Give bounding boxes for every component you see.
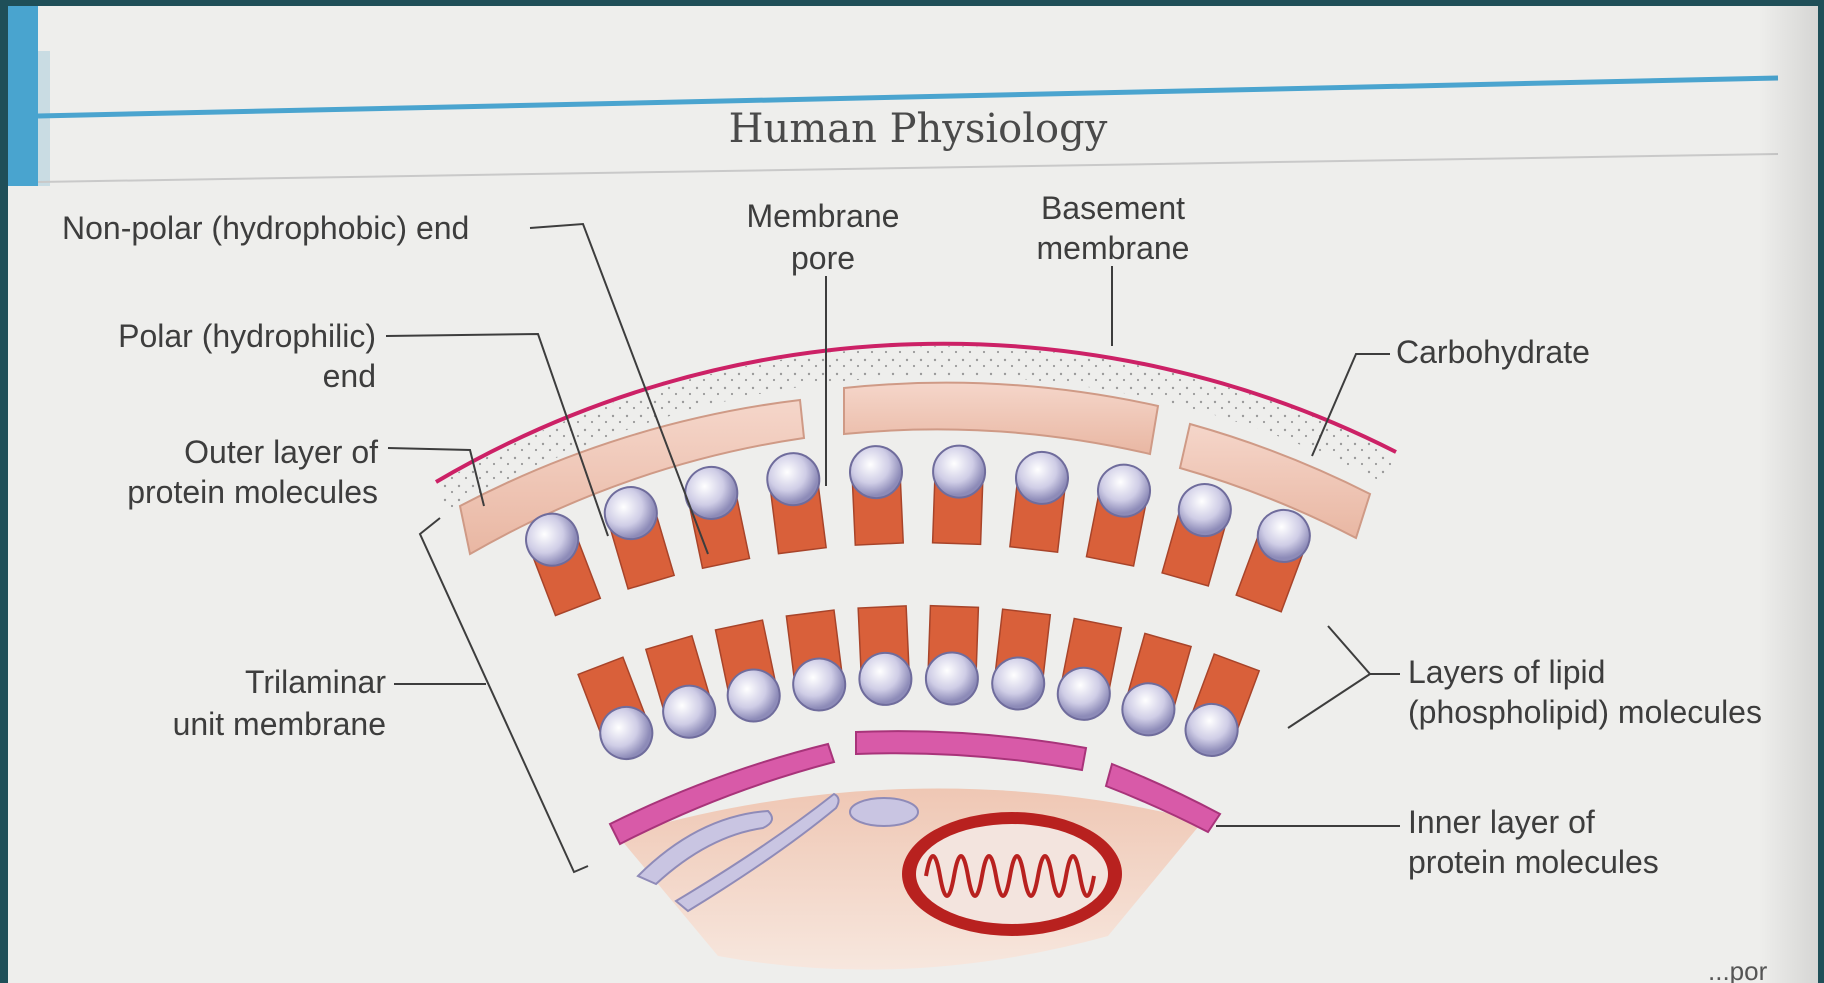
lipid-molecule xyxy=(576,656,660,766)
lipid-molecule xyxy=(764,450,828,554)
page-edge-shadow xyxy=(1758,6,1818,983)
lipid-head xyxy=(925,652,979,706)
label-inner-layer-line2: protein molecules xyxy=(1408,842,1659,882)
lipid-molecule xyxy=(599,481,677,590)
label-basement-line1: Basement xyxy=(1008,188,1218,228)
lipid-molecule xyxy=(1053,618,1123,724)
label-trilaminar-line2: unit membrane xyxy=(68,704,386,744)
label-membrane-pore-line1: Membrane xyxy=(728,196,918,236)
label-inner-layer-line1: Inner layer of xyxy=(1408,802,1595,842)
label-polar-line1: Polar (hydrophilic) xyxy=(68,316,376,356)
lipid-head xyxy=(932,445,986,499)
page-title: Human Physiology xyxy=(708,106,1128,152)
leader-lipid-b xyxy=(1288,674,1370,728)
label-membrane-pore-line2: pore xyxy=(728,238,918,278)
lipid-molecule xyxy=(1008,449,1071,552)
leader-lipid-a xyxy=(1328,626,1400,674)
lipid-molecule xyxy=(681,462,752,569)
label-polar-line2: end xyxy=(68,356,376,396)
label-lipid-line2: (phospholipid) molecules xyxy=(1408,692,1762,732)
lipid-molecule xyxy=(1116,633,1193,741)
label-nonpolar-end: Non-polar (hydrophobic) end xyxy=(62,208,469,248)
label-trilaminar-line1: Trilaminar xyxy=(68,662,386,702)
label-lipid-line1: Layers of lipid xyxy=(1408,652,1605,692)
lipid-bilayer xyxy=(519,445,1318,767)
lipid-molecule xyxy=(1234,502,1317,612)
lipid-molecule xyxy=(931,445,986,545)
label-carbohydrate: Carbohydrate xyxy=(1396,332,1590,372)
lipid-molecule xyxy=(856,606,912,706)
lipid-molecule xyxy=(849,445,905,545)
lipid-molecule xyxy=(989,609,1052,712)
lipid-head xyxy=(858,652,912,706)
label-outer-layer-line2: protein molecules xyxy=(68,472,378,512)
header-rule-shadow xyxy=(38,154,1778,182)
lipid-molecule xyxy=(784,610,848,714)
label-outer-layer-line1: Outer layer of xyxy=(68,432,378,472)
label-basement-line2: membrane xyxy=(1008,228,1218,268)
lipid-molecule xyxy=(1085,460,1155,566)
lipid-molecule xyxy=(1178,653,1261,763)
outer-protein-segment-2 xyxy=(844,383,1158,454)
lipid-molecule xyxy=(714,620,785,727)
lipid-molecule xyxy=(644,635,722,744)
lipid-head xyxy=(849,445,903,499)
lipid-molecule xyxy=(925,606,980,706)
book-page: Human Physiology Non-polar (hydrophobic)… xyxy=(8,6,1818,983)
lipid-molecule xyxy=(1160,478,1237,586)
vesicle xyxy=(850,798,918,826)
inner-protein-segment-2 xyxy=(856,731,1086,770)
